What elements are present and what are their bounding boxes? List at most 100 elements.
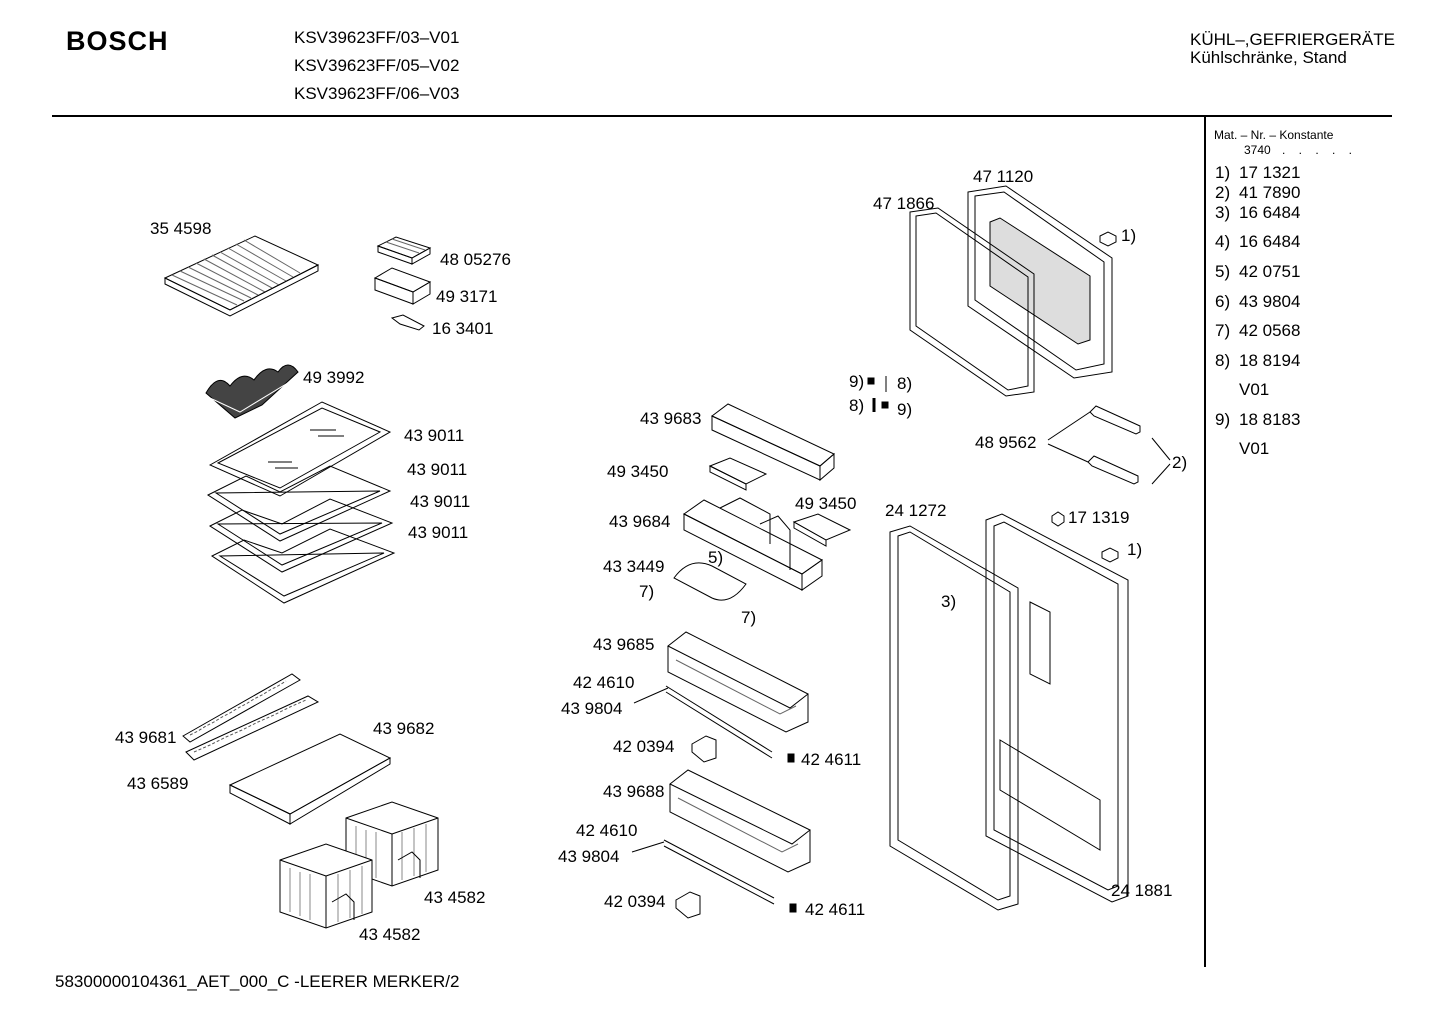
ice-tray-drawing <box>378 237 430 264</box>
glass-shelf-4-drawing <box>212 529 394 603</box>
glass-shelf-2-drawing <box>208 466 390 541</box>
fridge-door-drawing <box>986 514 1128 902</box>
category-subtitle: Kühlschränke, Stand <box>1190 48 1347 67</box>
part-label: 43 9804 <box>561 699 623 718</box>
legend-item: 7)42 0568 <box>1215 321 1301 340</box>
part-ref: 8) <box>849 396 865 415</box>
glass-plate-drawing <box>230 734 390 824</box>
cap-171319-drawing <box>1052 512 1064 526</box>
door-shelf-top-drawing <box>712 404 834 480</box>
legend-item: 4)16 6484 <box>1215 232 1301 251</box>
end-cap-upper <box>788 754 794 762</box>
leader-line <box>1152 464 1170 484</box>
egg-tray-right-drawing <box>794 514 850 546</box>
flap-drawing <box>674 563 746 600</box>
part-label: 42 4611 <box>801 750 862 769</box>
part-ref: 9) <box>897 400 913 419</box>
part-label: 48 9562 <box>975 433 1037 452</box>
part-label: 42 4611 <box>805 900 866 919</box>
door-compartment-drawing <box>684 498 822 590</box>
legend-item: 3)16 6484 <box>1215 203 1301 222</box>
part-label: 42 4610 <box>576 821 638 840</box>
part-label: 43 4582 <box>359 925 421 944</box>
part-label: 47 1866 <box>873 194 935 213</box>
screw-9b <box>882 402 888 408</box>
part-label: 43 9011 <box>407 460 468 479</box>
leader-line <box>1152 438 1170 460</box>
shelf-strip-1-drawing <box>183 674 300 742</box>
scoop-drawing <box>392 315 424 330</box>
model-number-3: KSV39623FF/06–V03 <box>294 84 460 103</box>
document-footer: 58300000104361_AET_000_C -LEERER MERKER/… <box>55 972 460 991</box>
legend-item: 6)43 9804 <box>1215 292 1301 311</box>
part-label: 43 9681 <box>115 728 177 747</box>
shelf-strip-2-drawing <box>186 696 318 760</box>
part-label: 49 3992 <box>303 368 365 387</box>
crisper-drawer-2-drawing <box>280 844 372 928</box>
part-ref: 3) <box>941 592 957 611</box>
door-bar-lower-drawing <box>1088 456 1138 484</box>
part-label: 35 4598 <box>150 219 212 238</box>
part-label: 16 3401 <box>432 319 494 338</box>
door-shelf-middle-drawing <box>668 632 808 732</box>
legend-item: 5)42 0751 <box>1215 262 1301 281</box>
wire-shelf-drawing <box>165 236 318 316</box>
part-label: 43 3449 <box>603 557 665 576</box>
leader-line <box>634 688 668 703</box>
rail-lower-a <box>664 840 774 898</box>
part-label: 43 9685 <box>593 635 655 654</box>
glass-shelf-3-drawing <box>210 499 392 572</box>
part-label: 43 9682 <box>373 719 435 738</box>
part-label: 43 9011 <box>408 523 469 542</box>
part-label: 42 0394 <box>613 737 675 756</box>
rail-upper-b <box>666 692 772 758</box>
part-label: 43 9684 <box>609 512 671 531</box>
legend-item: 2)41 7890 <box>1215 183 1301 202</box>
part-label: 24 1881 <box>1111 881 1173 900</box>
legend-item: 9)18 8183 <box>1215 410 1301 429</box>
hinge-cap-bottom-drawing <box>1102 548 1118 562</box>
brand-logo: BOSCH <box>66 26 169 56</box>
leader-line <box>1048 444 1088 462</box>
end-cap-lower <box>790 904 796 912</box>
part-label: 24 1272 <box>885 501 947 520</box>
legend-item: 1)17 1321 <box>1215 163 1301 182</box>
legend-konstante: 3740 <box>1244 143 1271 157</box>
part-ref: 1) <box>1127 540 1143 559</box>
part-label: 42 4610 <box>573 673 635 692</box>
part-label: 49 3450 <box>607 462 669 481</box>
part-label: 43 9683 <box>640 409 702 428</box>
rail-lower-b <box>664 846 774 904</box>
part-label: 43 6589 <box>127 774 189 793</box>
egg-tray-left-drawing <box>710 458 766 490</box>
part-label: 49 3450 <box>795 494 857 513</box>
door-bar-upper-drawing <box>1090 406 1140 434</box>
legend-item: V01 <box>1239 439 1270 458</box>
model-number-2: KSV39623FF/05–V02 <box>294 56 460 75</box>
part-ref: 2) <box>1172 453 1188 472</box>
door-shelf-bottom-drawing <box>670 770 810 872</box>
freezer-door-drawing <box>910 186 1112 396</box>
part-ref: 9) <box>849 372 865 391</box>
part-ref: 1) <box>1121 226 1137 245</box>
part-label: 42 0394 <box>604 892 666 911</box>
clip-upper-drawing <box>692 736 716 762</box>
model-number-1: KSV39623FF/03–V01 <box>294 28 460 47</box>
legend-item: V01 <box>1239 380 1270 399</box>
screw-9a <box>868 378 874 384</box>
part-label: 43 9804 <box>558 847 620 866</box>
legend-dots: . . . . . <box>1282 143 1358 157</box>
hinge-cap-top-drawing <box>1100 232 1116 246</box>
part-label: 43 9011 <box>410 492 471 511</box>
storage-box-drawing <box>375 268 430 304</box>
part-label: 47 1120 <box>973 167 1034 186</box>
rail-upper-a <box>666 686 772 752</box>
legend-divider <box>1204 117 1206 967</box>
leader-line <box>1048 412 1090 440</box>
category-title: KÜHL–,GEFRIERGERÄTE <box>1190 30 1395 49</box>
fridge-door-gasket-drawing <box>890 526 1018 910</box>
header-divider <box>52 115 1392 117</box>
legend-title: Mat. – Nr. – Konstante <box>1214 128 1334 142</box>
part-label: 43 4582 <box>424 888 486 907</box>
